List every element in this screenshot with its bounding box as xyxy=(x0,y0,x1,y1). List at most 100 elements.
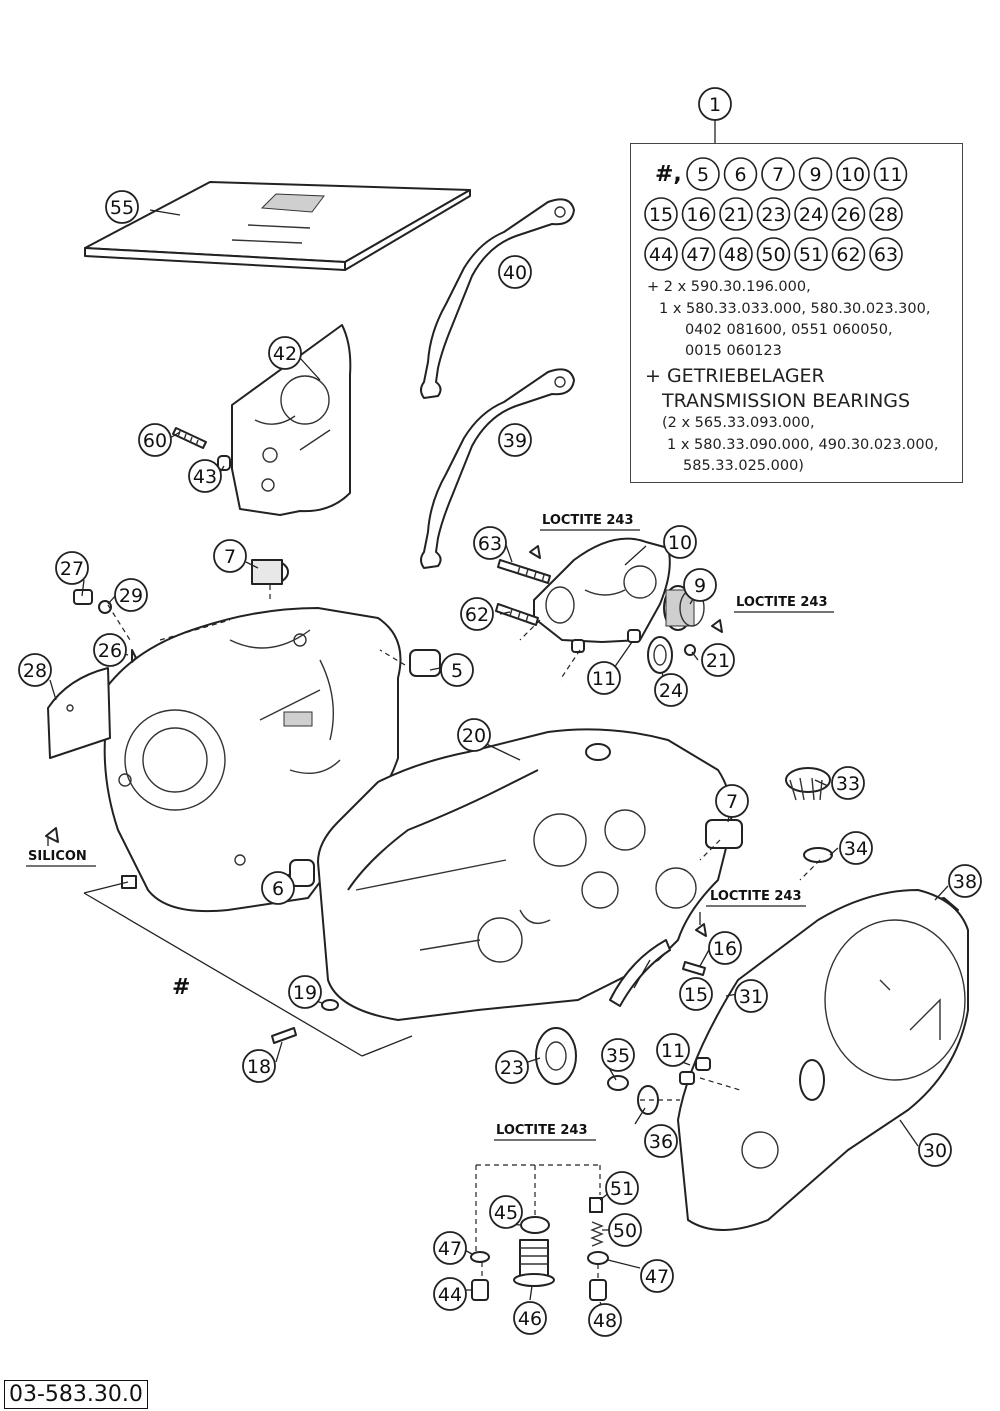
kit-row-2-item: 28 xyxy=(869,197,903,231)
kit-part-circle xyxy=(681,197,716,231)
kit-part-circle xyxy=(723,157,758,191)
callout-number: 16 xyxy=(713,938,737,960)
part-18-screw xyxy=(271,1027,297,1044)
callout-circle xyxy=(683,568,717,602)
callout-circle xyxy=(601,1038,635,1072)
callout-28: 28 xyxy=(18,653,52,687)
loctite-drop-icon xyxy=(529,545,541,559)
kit-part-number: 16 xyxy=(686,204,710,226)
callout-circle xyxy=(679,977,713,1011)
callout-20: 20 xyxy=(457,718,491,752)
document-number: 03-583.30.0 xyxy=(4,1380,148,1409)
loctite-note: LOCTITE 243 xyxy=(496,1123,588,1138)
callout-number: 45 xyxy=(494,1202,518,1224)
callout-number: 35 xyxy=(606,1045,630,1067)
callout-48: 48 xyxy=(588,1303,622,1337)
callout-number: 50 xyxy=(613,1220,637,1242)
kit-part-number: 26 xyxy=(836,204,860,226)
callout-number: 30 xyxy=(923,1140,947,1162)
callout-circle xyxy=(489,1195,523,1229)
callout-number: 51 xyxy=(610,1178,634,1200)
callout-63: 63 xyxy=(473,526,507,560)
kit-part-circle xyxy=(831,197,866,231)
part-62-screw xyxy=(495,603,539,626)
kit-row-3-item: 44 xyxy=(644,237,678,271)
part-7-bushing-b xyxy=(705,819,743,849)
callout-43: 43 xyxy=(188,459,222,493)
callout-15: 15 xyxy=(679,977,713,1011)
part-43-dowel xyxy=(217,455,231,471)
callout-7b: 7 xyxy=(715,784,749,818)
part-55-manual xyxy=(84,181,471,271)
callout-number: 62 xyxy=(465,604,489,626)
callout-number: 39 xyxy=(503,430,527,452)
kit-row-3-item: 48 xyxy=(719,237,753,271)
kit-line: (2 x 565.33.093.000, xyxy=(662,415,815,431)
callout-circle xyxy=(457,718,491,752)
part-35-circlip xyxy=(607,1075,629,1091)
callout-16: 16 xyxy=(708,931,742,965)
kit-part-circle xyxy=(681,237,716,271)
callout-circle xyxy=(138,423,172,457)
part-63-screw xyxy=(497,559,551,584)
callout-50: 50 xyxy=(608,1213,642,1247)
callout-circle xyxy=(55,551,89,585)
kit-part-circle xyxy=(836,157,870,191)
kit-row-2-item: 26 xyxy=(831,197,866,231)
kit-part-number: 9 xyxy=(809,164,821,186)
callout-number: 20 xyxy=(462,725,486,747)
kit-line: TRANSMISSION BEARINGS xyxy=(662,390,911,412)
callout-24: 24 xyxy=(654,673,688,707)
callout-31: 31 xyxy=(734,979,768,1013)
part-11-dowels-a xyxy=(571,629,641,653)
kit-part-circle xyxy=(794,237,828,271)
callout-number: 15 xyxy=(684,984,708,1006)
kit-part-circle xyxy=(719,237,753,271)
callout-29: 29 xyxy=(114,578,148,612)
callout-33: 33 xyxy=(831,766,865,800)
kit-part-number: 62 xyxy=(836,244,860,266)
loctite-drop-icon xyxy=(711,619,723,633)
callout-circle xyxy=(654,673,688,707)
kit-row-2-item: 16 xyxy=(681,197,716,231)
kit-row-3-item: 50 xyxy=(756,237,791,271)
kit-part-number: 11 xyxy=(878,164,902,186)
kit-line: 0402 081600, 0551 060050, xyxy=(685,322,893,338)
callout-11a: 11 xyxy=(587,661,621,695)
kit-part-circle xyxy=(756,237,791,271)
kit-part-circle xyxy=(719,197,753,231)
kit-part-number: 23 xyxy=(761,204,785,226)
callout-number: 43 xyxy=(193,466,217,488)
part-19-washer xyxy=(321,999,339,1011)
callout-number: 55 xyxy=(110,197,134,219)
callout-27: 27 xyxy=(55,551,89,585)
callout-circle xyxy=(498,255,532,289)
kit-row-3-item: 62 xyxy=(831,237,866,271)
callout-46: 46 xyxy=(513,1301,547,1335)
callout-number: 7 xyxy=(726,791,738,813)
part-6-bushing xyxy=(289,859,315,887)
kit-part-number: 15 xyxy=(649,204,673,226)
callout-number: 40 xyxy=(503,262,527,284)
callout-19: 19 xyxy=(288,975,322,1009)
kit-line: + GETRIEBELAGER xyxy=(645,365,825,387)
callout-45: 45 xyxy=(489,1195,523,1229)
callout-36: 36 xyxy=(644,1124,678,1158)
loctite-note: LOCTITE 243 xyxy=(542,513,634,528)
callout-38: 38 xyxy=(948,864,982,898)
callout-11b: 11 xyxy=(656,1033,690,1067)
left-crankcase-half xyxy=(97,607,402,913)
kit-line: 1 x 580.33.090.000, 490.30.023.000, xyxy=(667,437,939,453)
kit-part-number: 6 xyxy=(734,164,746,186)
kit-row-1-item: 11 xyxy=(873,157,908,191)
callout-circle xyxy=(213,539,247,573)
callout-number: 11 xyxy=(661,1040,685,1062)
callout-circle xyxy=(734,979,768,1013)
callout-number: 63 xyxy=(478,533,502,555)
kit-row-3-item: 63 xyxy=(869,237,903,271)
callout-9: 9 xyxy=(683,568,717,602)
kit-part-circle xyxy=(869,237,903,271)
callout-circle xyxy=(93,633,127,667)
